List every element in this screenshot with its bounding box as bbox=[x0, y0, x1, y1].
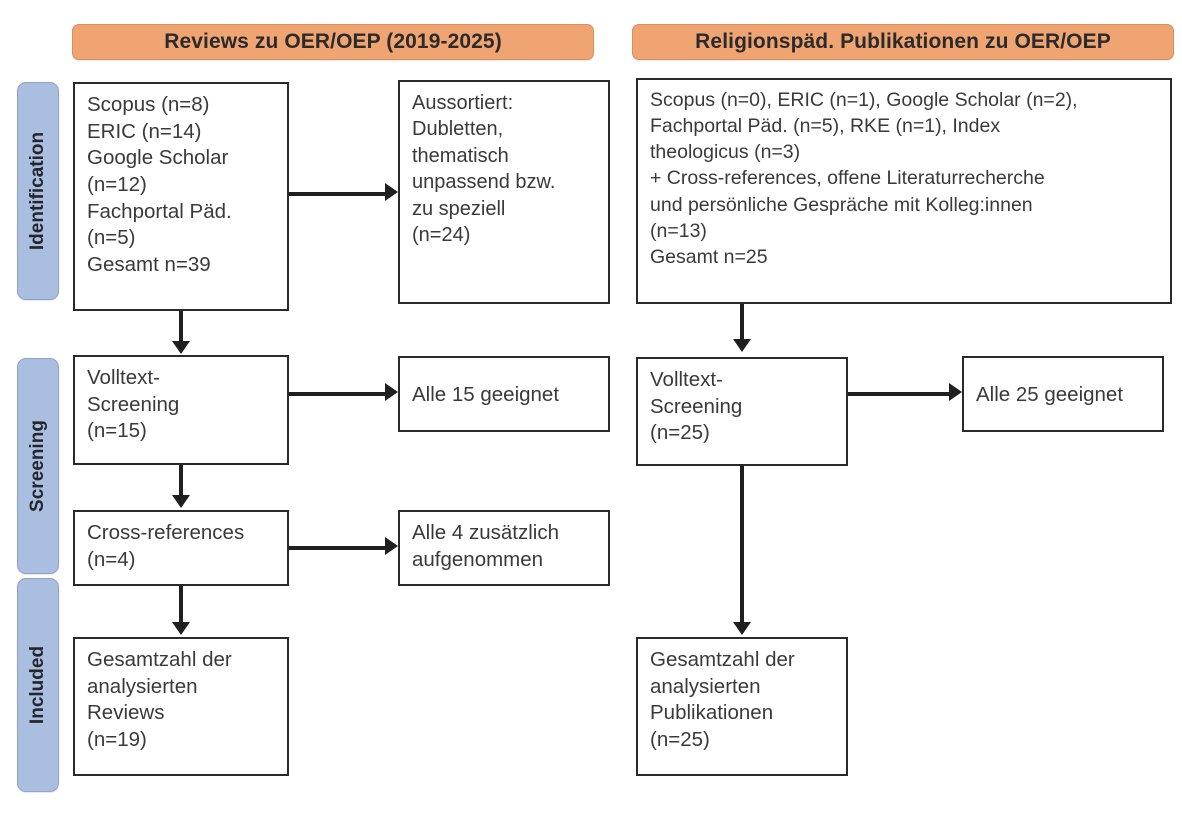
stage-label-screening-text: Screening bbox=[27, 420, 48, 512]
box-right-included: Gesamtzahl der analysierten Publikatione… bbox=[636, 637, 848, 776]
stage-label-identification-text: Identification bbox=[27, 131, 48, 251]
box-right-screening: Volltext- Screening (n=25) bbox=[636, 357, 848, 466]
box-left-screening-result: Alle 15 geeignet bbox=[398, 356, 610, 432]
stage-label-identification: Identification bbox=[17, 82, 59, 300]
column-header-left: Reviews zu OER/OEP (2019-2025) bbox=[72, 24, 594, 60]
connector-left-screening-to-crossrefs bbox=[179, 465, 183, 497]
connector-left-screening-to-result bbox=[289, 392, 385, 396]
box-left-excluded: Aussortiert: Dubletten, thematisch unpas… bbox=[398, 80, 610, 304]
connector-left-crossrefs-to-included bbox=[179, 586, 183, 624]
box-left-identification: Scopus (n=8) ERIC (n=14) Google Scholar … bbox=[73, 82, 289, 311]
box-left-screening: Volltext- Screening (n=15) bbox=[73, 355, 289, 465]
connector-left-ident-to-excluded bbox=[289, 192, 385, 196]
arrowhead-right-ident-to-screening bbox=[733, 339, 751, 352]
arrowhead-left-ident-to-excluded bbox=[385, 183, 398, 201]
column-header-right: Religionspäd. Publikationen zu OER/OEP bbox=[632, 24, 1174, 60]
box-left-crossrefs: Cross-references (n=4) bbox=[73, 510, 289, 586]
connector-right-screening-to-result bbox=[848, 392, 949, 396]
connector-right-screening-to-included bbox=[740, 466, 744, 624]
box-right-identification: Scopus (n=0), ERIC (n=1), Google Scholar… bbox=[636, 78, 1172, 304]
stage-label-included: Included bbox=[17, 578, 59, 792]
connector-left-ident-to-screening bbox=[179, 311, 183, 343]
connector-left-crossrefs-to-result bbox=[289, 546, 385, 550]
arrowhead-right-screening-to-included bbox=[733, 622, 751, 635]
connector-right-ident-to-screening bbox=[740, 304, 744, 341]
box-left-included: Gesamtzahl der analysierten Reviews (n=1… bbox=[73, 637, 289, 776]
stage-label-included-text: Included bbox=[27, 645, 48, 725]
stage-label-screening: Screening bbox=[17, 358, 59, 574]
arrowhead-left-screening-to-crossrefs bbox=[172, 495, 190, 508]
arrowhead-left-crossrefs-to-included bbox=[172, 622, 190, 635]
arrowhead-right-screening-to-result bbox=[949, 383, 962, 401]
box-left-crossrefs-result: Alle 4 zusätzlich aufgenommen bbox=[398, 510, 610, 586]
arrowhead-left-ident-to-screening bbox=[172, 341, 190, 354]
box-right-screening-result: Alle 25 geeignet bbox=[962, 356, 1164, 432]
arrowhead-left-crossrefs-to-result bbox=[385, 537, 398, 555]
arrowhead-left-screening-to-result bbox=[385, 383, 398, 401]
